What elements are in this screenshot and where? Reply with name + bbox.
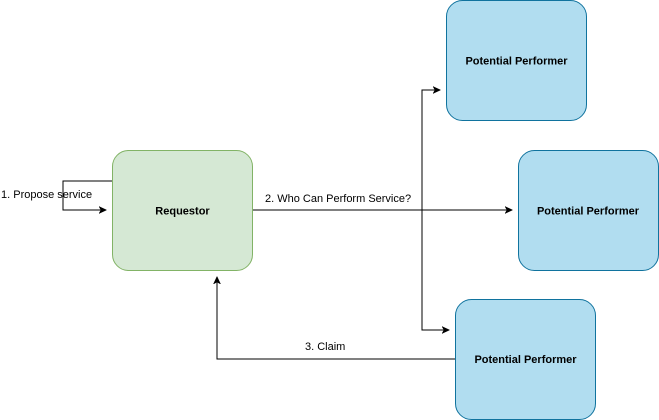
node-performer-bottom: Potential Performer: [455, 299, 596, 420]
claim-label: 3. Claim: [305, 341, 345, 353]
performer-top-label: Potential Performer: [465, 56, 568, 68]
requestor-label: Requestor: [155, 206, 210, 218]
performer-top-box: [446, 0, 587, 121]
node-performer-top: Potential Performer: [446, 0, 587, 121]
propose-service-connector: [62, 180, 112, 210]
requestor-box: [112, 150, 253, 271]
node-performer-middle: Potential Performer: [518, 150, 659, 271]
node-requestor: Requestor: [112, 150, 253, 271]
claim-connector: [217, 277, 456, 360]
edge-propose-service: 1. Propose service: [1, 180, 112, 210]
who-can-perform-label: 2. Who Can Perform Service?: [265, 193, 411, 205]
who-can-perform-connector-top: [252, 90, 440, 211]
performer-middle-label: Potential Performer: [537, 206, 640, 218]
propose-service-label: 1. Propose service: [1, 189, 92, 201]
who-can-perform-connector-bottom: [421, 210, 449, 330]
performer-bottom-label: Potential Performer: [474, 354, 577, 366]
edge-who-can-perform: 2. Who Can Perform Service?: [252, 90, 512, 330]
edge-claim: 3. Claim: [217, 277, 456, 360]
